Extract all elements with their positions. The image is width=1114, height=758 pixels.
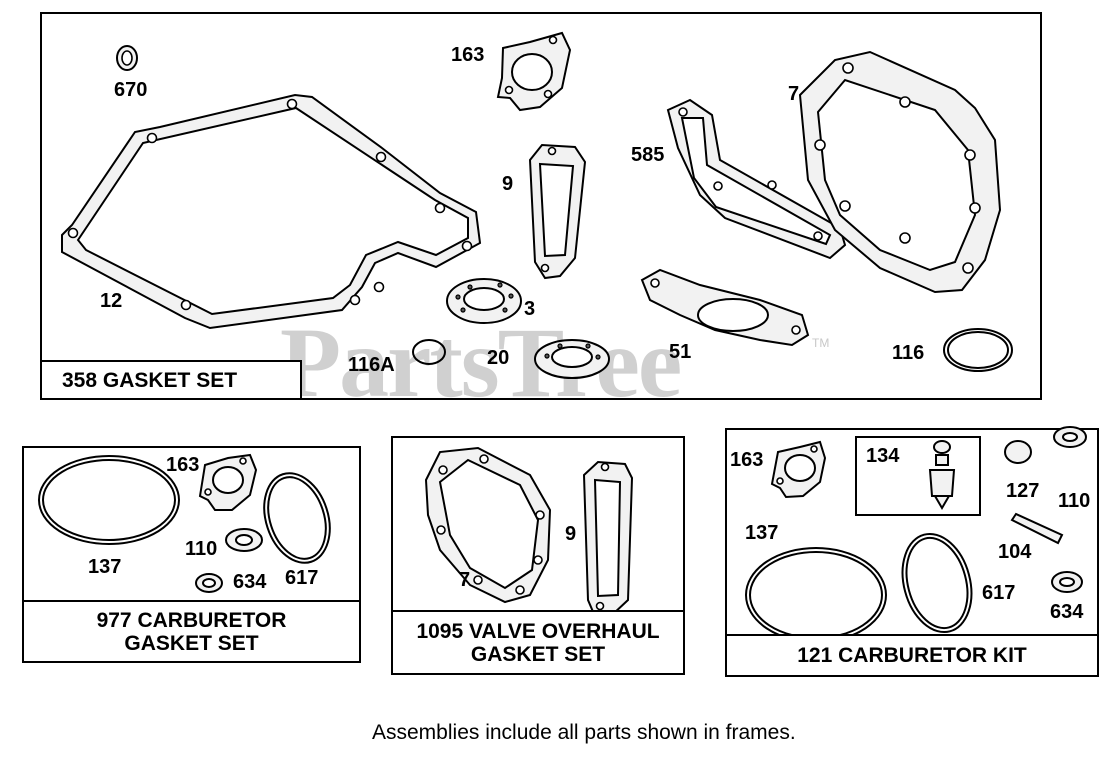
part-163-gasket-a[interactable] bbox=[198, 453, 258, 511]
label-134[interactable]: 134 bbox=[866, 445, 900, 467]
part-617-o-ring-a[interactable] bbox=[253, 465, 340, 572]
part-3-oil-seal[interactable] bbox=[446, 278, 522, 324]
label-104[interactable]: 104 bbox=[998, 541, 1032, 563]
part-9-valve-cover-gasket[interactable] bbox=[528, 143, 587, 280]
label-634-kit[interactable]: 634 bbox=[1050, 601, 1084, 623]
label-137-kit[interactable]: 137 bbox=[745, 522, 779, 544]
title-1095-line2: GASKET SET bbox=[470, 642, 606, 666]
label-137-carb-gasket[interactable]: 137 bbox=[88, 556, 122, 578]
title-121-carburetor-kit[interactable]: 121 CARBURETOR KIT bbox=[725, 634, 1099, 677]
label-163-main[interactable]: 163 bbox=[451, 44, 485, 66]
part-20-oil-seal[interactable] bbox=[534, 339, 610, 379]
part-634-seal-a[interactable] bbox=[195, 573, 223, 593]
label-116[interactable]: 116 bbox=[892, 342, 925, 364]
title-1095-valve-overhaul-gasket-set[interactable]: 1095 VALVE OVERHAUL GASKET SET bbox=[391, 610, 685, 675]
title-977-carburetor-gasket-set[interactable]: 977 CARBURETOR GASKET SET bbox=[22, 600, 361, 663]
label-7-main[interactable]: 7 bbox=[788, 83, 800, 105]
label-7-valve[interactable]: 7 bbox=[459, 569, 471, 591]
label-163-kit[interactable]: 163 bbox=[730, 449, 764, 471]
label-585[interactable]: 585 bbox=[631, 144, 665, 166]
part-51-exhaust-gasket[interactable] bbox=[640, 268, 810, 347]
frame-gasket-set bbox=[40, 12, 1042, 400]
label-110-carb-gasket[interactable]: 110 bbox=[185, 538, 218, 560]
part-634-seal-b[interactable] bbox=[1051, 571, 1083, 593]
footer-note: Assemblies include all parts shown in fr… bbox=[372, 721, 796, 744]
watermark-tm: TM bbox=[812, 336, 830, 350]
part-617-o-ring-b[interactable] bbox=[892, 526, 982, 640]
part-137-o-ring-b[interactable] bbox=[745, 547, 887, 643]
label-51[interactable]: 51 bbox=[669, 341, 692, 363]
label-617-carb-gasket[interactable]: 617 bbox=[285, 567, 319, 589]
part-7-cylinder-head-gasket[interactable] bbox=[798, 50, 1002, 294]
label-634-carb-gasket[interactable]: 634 bbox=[233, 571, 267, 593]
label-20[interactable]: 20 bbox=[487, 347, 510, 369]
label-670[interactable]: 670 bbox=[114, 79, 148, 101]
part-104-float-pin[interactable] bbox=[1010, 512, 1064, 545]
part-163-gasket-b[interactable] bbox=[770, 440, 827, 499]
label-116A[interactable]: 116A bbox=[348, 354, 395, 376]
part-116-o-ring[interactable] bbox=[943, 328, 1013, 372]
title-358-gasket-set[interactable]: 358 GASKET SET bbox=[40, 360, 302, 400]
part-110-seal-b[interactable] bbox=[1053, 426, 1087, 448]
title-121-text: 121 CARBURETOR KIT bbox=[797, 644, 1027, 667]
part-127-welch-plug[interactable] bbox=[1004, 440, 1032, 464]
label-163-carb-gasket[interactable]: 163 bbox=[166, 454, 200, 476]
part-585-intake-gasket[interactable] bbox=[666, 98, 847, 260]
label-9-valve[interactable]: 9 bbox=[565, 523, 577, 545]
part-163-breather-gasket[interactable] bbox=[496, 31, 572, 112]
label-617-kit[interactable]: 617 bbox=[982, 582, 1016, 604]
label-3[interactable]: 3 bbox=[524, 298, 536, 320]
part-137-o-ring-a[interactable] bbox=[38, 455, 180, 545]
label-9-main[interactable]: 9 bbox=[502, 173, 514, 195]
part-7-head-gasket-b[interactable] bbox=[424, 446, 552, 604]
title-977-line2: GASKET SET bbox=[124, 631, 259, 655]
part-116A-o-ring[interactable] bbox=[412, 339, 446, 365]
label-110-kit[interactable]: 110 bbox=[1058, 490, 1091, 512]
part-670-seal[interactable] bbox=[116, 45, 138, 71]
title-977-line1: 977 CARBURETOR bbox=[96, 608, 287, 632]
part-134-inlet-needle[interactable] bbox=[928, 440, 956, 510]
part-12-crankcase-gasket[interactable] bbox=[61, 93, 482, 330]
title-1095-line1: 1095 VALVE OVERHAUL bbox=[416, 619, 660, 643]
part-9-valve-cover-gasket-b[interactable] bbox=[582, 460, 634, 617]
title-358-text: 358 GASKET SET bbox=[62, 368, 238, 392]
label-127[interactable]: 127 bbox=[1006, 480, 1040, 502]
part-110-seal-a[interactable] bbox=[225, 528, 263, 552]
frame-part-134 bbox=[855, 436, 981, 516]
label-12[interactable]: 12 bbox=[100, 290, 123, 312]
